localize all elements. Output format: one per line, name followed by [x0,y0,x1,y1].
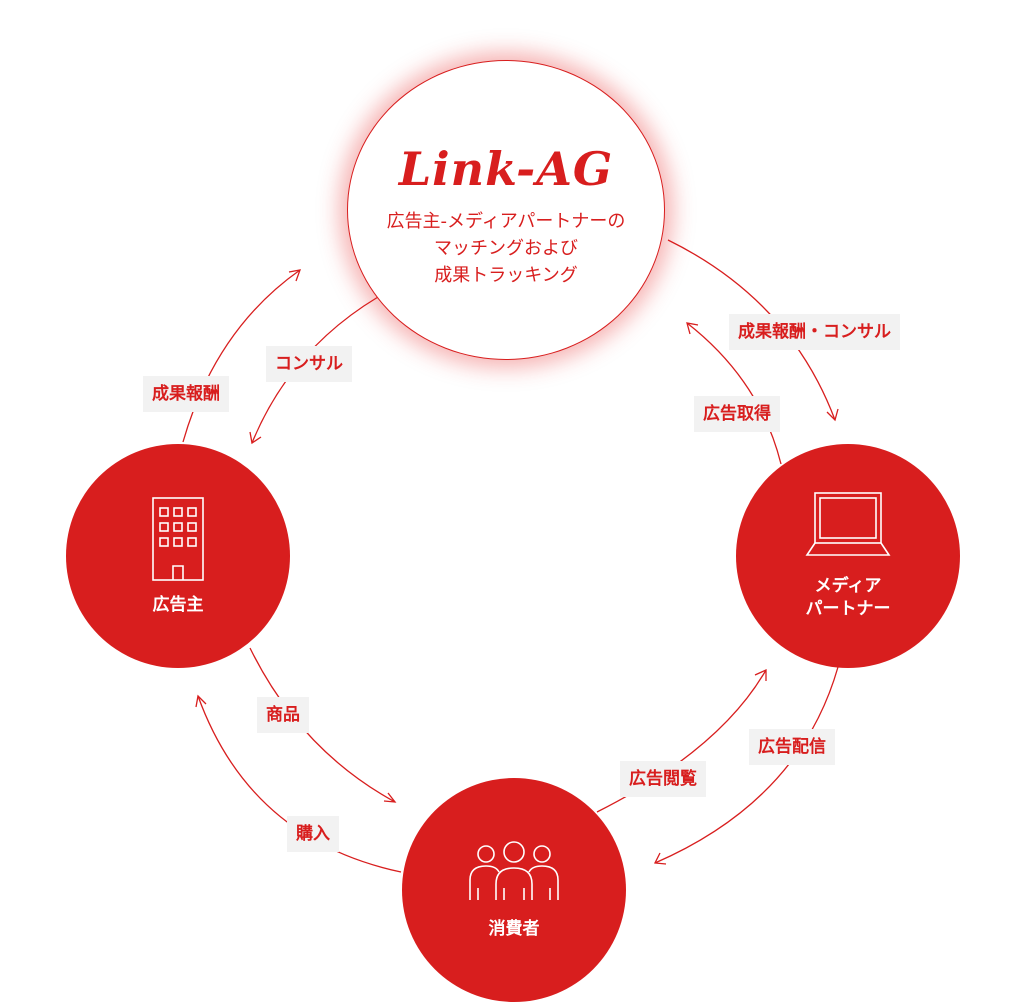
consumer-label: 消費者 [488,918,540,939]
media-partner-label: メディア パートナー [806,575,891,621]
flow-label-ad-acquisition: 広告取得 [694,396,780,432]
arrowhead [686,322,699,335]
description-line: マッチングおよび [434,237,578,259]
laptop-icon [805,492,891,556]
flow-label-performance-fee: 成果報酬 [143,376,229,412]
arrowhead [826,408,839,422]
media-partner-node: メディア パートナー [736,444,960,668]
label-line: メディア [814,576,882,596]
flow-label-ad-delivery: 広告配信 [749,729,835,765]
arrowhead [653,852,667,865]
advertiser-label: 広告主 [152,594,204,615]
flow-label-fee-and-consulting: 成果報酬・コンサル [729,314,900,350]
consumer-node: 消費者 [402,778,626,1002]
arrowhead [754,668,767,681]
arrowhead [195,694,207,708]
linkag-description: 広告主-メディアパートナーの マッチングおよび 成果トラッキング [387,208,626,289]
arrow-advertiser-to-linkag [182,269,301,443]
linkag-logo: Link-AG [398,141,614,196]
arrowhead [288,269,301,282]
advertiser-node: 広告主 [66,444,290,668]
label-line: パートナー [805,599,891,619]
description-line: 広告主-メディアパートナーの [386,210,626,232]
description-line: 成果トラッキング [434,264,578,286]
flow-label-product: 商品 [257,697,309,733]
arrow-media-to-consumer [654,666,839,864]
arrow-media-to-linkag [686,322,782,465]
building-icon [152,496,204,581]
arrow-consumer-to-advertiser [197,695,402,873]
flow-label-ad-viewing: 広告閲覧 [620,761,706,797]
flow-label-consulting: コンサル [266,346,352,382]
arrow-advertiser-to-consumer [249,647,396,803]
arrowhead [383,792,397,803]
linkag-node: Link-AG 広告主-メディアパートナーの マッチングおよび 成果トラッキング [347,60,665,360]
flow-label-purchase: 購入 [287,816,339,852]
arrowhead [249,431,262,445]
people-icon [469,840,559,900]
